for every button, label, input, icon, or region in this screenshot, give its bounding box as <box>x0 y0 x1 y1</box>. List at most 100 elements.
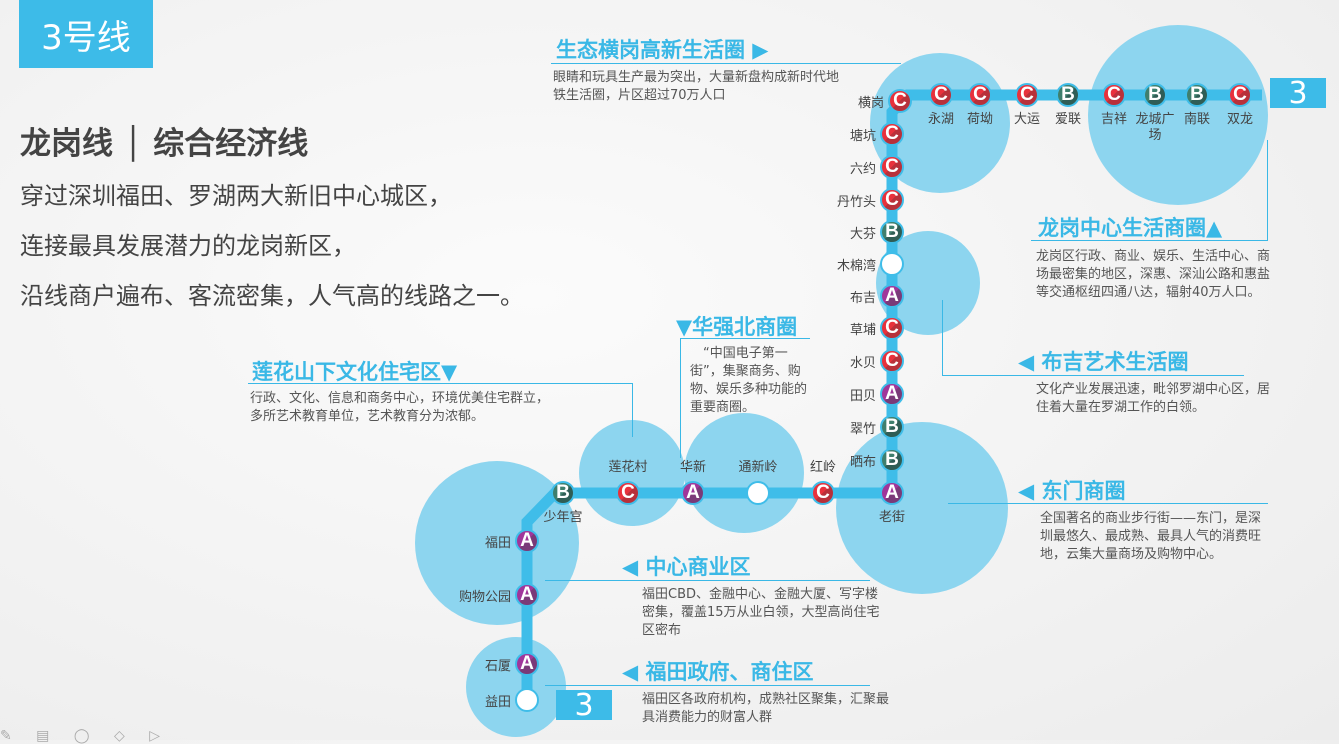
section-title-buji: ◀ 布吉艺术生活圈 <box>1018 350 1189 374</box>
station-label: 木棉湾 <box>836 259 876 274</box>
station-marker[interactable]: C <box>616 481 640 505</box>
divider <box>942 300 943 376</box>
section-desc-henggang: 眼睛和玩具生产最为突出，大量新盘构成新时代地铁生活圈，片区超过70万人口 <box>553 70 840 103</box>
station-label: 少年宫 <box>543 510 583 525</box>
section-title-longgang: 龙岗中心生活商圈▲ <box>1038 216 1223 240</box>
station-label: 南联 <box>1183 112 1210 127</box>
station-marker[interactable]: C <box>880 349 904 373</box>
station-label: 老街 <box>878 510 905 525</box>
divider <box>680 338 810 339</box>
station-marker[interactable]: C <box>880 316 904 340</box>
station-marker[interactable]: C <box>1228 83 1252 107</box>
divider <box>948 503 1268 504</box>
station-marker[interactable]: B <box>1056 83 1080 107</box>
station-label: 草埔 <box>849 323 876 338</box>
section-desc-futian-gov: 福田区各政府机构，成熟社区聚集，汇聚最具消费能力的财富人群 <box>642 692 890 725</box>
station-marker[interactable]: C <box>1102 83 1126 107</box>
section-desc-huaqiangbei: “中国电子第一街”，集聚商务、购物、娱乐多种功能的重要商圈。 <box>690 346 808 415</box>
station-marker[interactable]: C <box>880 155 904 179</box>
zone-circle <box>684 413 804 533</box>
zone-circle <box>836 422 1008 594</box>
line-badge: 3号线 <box>19 0 153 68</box>
station-marker[interactable]: C <box>811 481 835 505</box>
station-label: 莲花村 <box>608 460 648 475</box>
station-marker[interactable]: C <box>968 83 992 107</box>
divider <box>1031 240 1268 241</box>
station-marker[interactable]: A <box>880 481 904 505</box>
station-label: 吉祥 <box>1100 112 1127 127</box>
station-marker[interactable]: C <box>929 83 953 107</box>
station-marker[interactable]: C <box>880 188 904 212</box>
station-label: 水贝 <box>849 356 876 371</box>
slide-tools-icons[interactable]: ✎ ▤ ◯ ◇ ▷ <box>0 728 170 744</box>
station-label: 塘坑 <box>849 129 876 144</box>
station-marker[interactable]: C <box>888 89 912 113</box>
station-marker[interactable]: A <box>515 583 539 607</box>
station-label: 布吉 <box>849 291 876 306</box>
line-end-badge-bottom: 3 <box>556 688 612 723</box>
station-label: 红岭 <box>809 460 836 475</box>
divider <box>545 685 870 686</box>
station-label: 大芬 <box>849 227 876 242</box>
station-label: 荷坳 <box>966 112 993 127</box>
zone-circle <box>415 461 579 625</box>
section-title-dongmen: ◀ 东门商圈 <box>1018 479 1126 503</box>
station-label: 田贝 <box>849 389 876 404</box>
station-label: 华新 <box>679 460 706 475</box>
divider <box>942 375 1244 376</box>
station-label: 六约 <box>849 162 876 177</box>
station-marker[interactable]: B <box>880 448 904 472</box>
station-label: 购物公园 <box>458 590 511 605</box>
section-title-henggang: 生态横岗高新生活圈 ▶ <box>556 38 769 62</box>
divider <box>545 580 870 581</box>
intro-line-1: 穿过深圳福田、罗湖两大新旧中心城区， <box>20 182 452 210</box>
section-desc-cbd: 福田CBD、金融中心、金融大厦、写字楼密集，覆盖15万从业白领，大型高尚住宅区密… <box>642 587 880 638</box>
section-title-cbd: ◀ 中心商业区 <box>622 555 751 579</box>
page-heading: 龙岗线 │ 综合经济线 <box>20 126 309 162</box>
station-marker[interactable]: B <box>551 481 575 505</box>
station-label: 益田 <box>484 695 511 710</box>
station-marker[interactable] <box>515 688 539 712</box>
station-label: 通新岭 <box>738 460 778 475</box>
station-label: 翠竹 <box>849 422 876 437</box>
intro-line-3: 沿线商户遍布、客流密集，人气高的线路之一。 <box>20 282 524 310</box>
divider <box>680 338 681 458</box>
station-marker[interactable]: C <box>1015 83 1039 107</box>
station-marker[interactable]: C <box>880 122 904 146</box>
divider <box>551 63 901 64</box>
divider <box>248 383 633 384</box>
section-desc-longgang: 龙岗区行政、商业、娱乐、生活中心、商场最密集的地区，深惠、深汕公路和惠盐等交通枢… <box>1036 249 1271 300</box>
station-label: 丹竹头 <box>836 195 876 210</box>
section-desc-buji: 文化产业发展迅速，毗邻罗湖中心区，居住着大量在罗湖工作的白领。 <box>1036 382 1271 415</box>
station-label: 大运 <box>1013 112 1040 127</box>
station-marker[interactable]: B <box>1143 83 1167 107</box>
section-desc-lianhuashan: 行政、文化、信息和商务中心，环境优美住宅群立，多所艺术教育单位，艺术教育分为浓郁… <box>250 391 550 424</box>
station-marker[interactable] <box>746 481 770 505</box>
station-label: 永湖 <box>927 112 954 127</box>
section-desc-dongmen: 全国著名的商业步行街——东门，是深圳最悠久、最成熟、最具人气的消费旺地，云集大量… <box>1040 511 1262 562</box>
intro-line-2: 连接最具发展潜力的龙岗新区， <box>20 232 356 260</box>
zone-circle <box>1088 25 1268 205</box>
divider <box>1267 140 1268 240</box>
line-end-badge-top: 3 <box>1270 76 1326 111</box>
station-marker[interactable]: A <box>880 382 904 406</box>
station-marker[interactable]: A <box>880 284 904 308</box>
zone-circle <box>579 420 685 526</box>
station-marker[interactable]: A <box>681 481 705 505</box>
station-marker[interactable]: B <box>880 220 904 244</box>
station-label: 爱联 <box>1054 112 1081 127</box>
station-marker[interactable]: B <box>1185 83 1209 107</box>
station-label: 石厦 <box>484 659 511 674</box>
station-marker[interactable]: A <box>515 529 539 553</box>
section-title-futian-gov: ◀ 福田政府、商住区 <box>622 660 814 684</box>
station-label: 龙城广场 <box>1135 112 1175 143</box>
zone-circle <box>466 637 566 737</box>
section-title-lianhuashan: 莲花山下文化住宅区▼ <box>252 360 458 384</box>
station-marker[interactable]: B <box>880 415 904 439</box>
station-marker[interactable] <box>880 252 904 276</box>
section-title-huaqiangbei: ▼华强北商圈 <box>676 315 798 339</box>
station-marker[interactable]: A <box>515 652 539 676</box>
station-label: 双龙 <box>1226 112 1253 127</box>
station-label: 福田 <box>484 536 511 551</box>
